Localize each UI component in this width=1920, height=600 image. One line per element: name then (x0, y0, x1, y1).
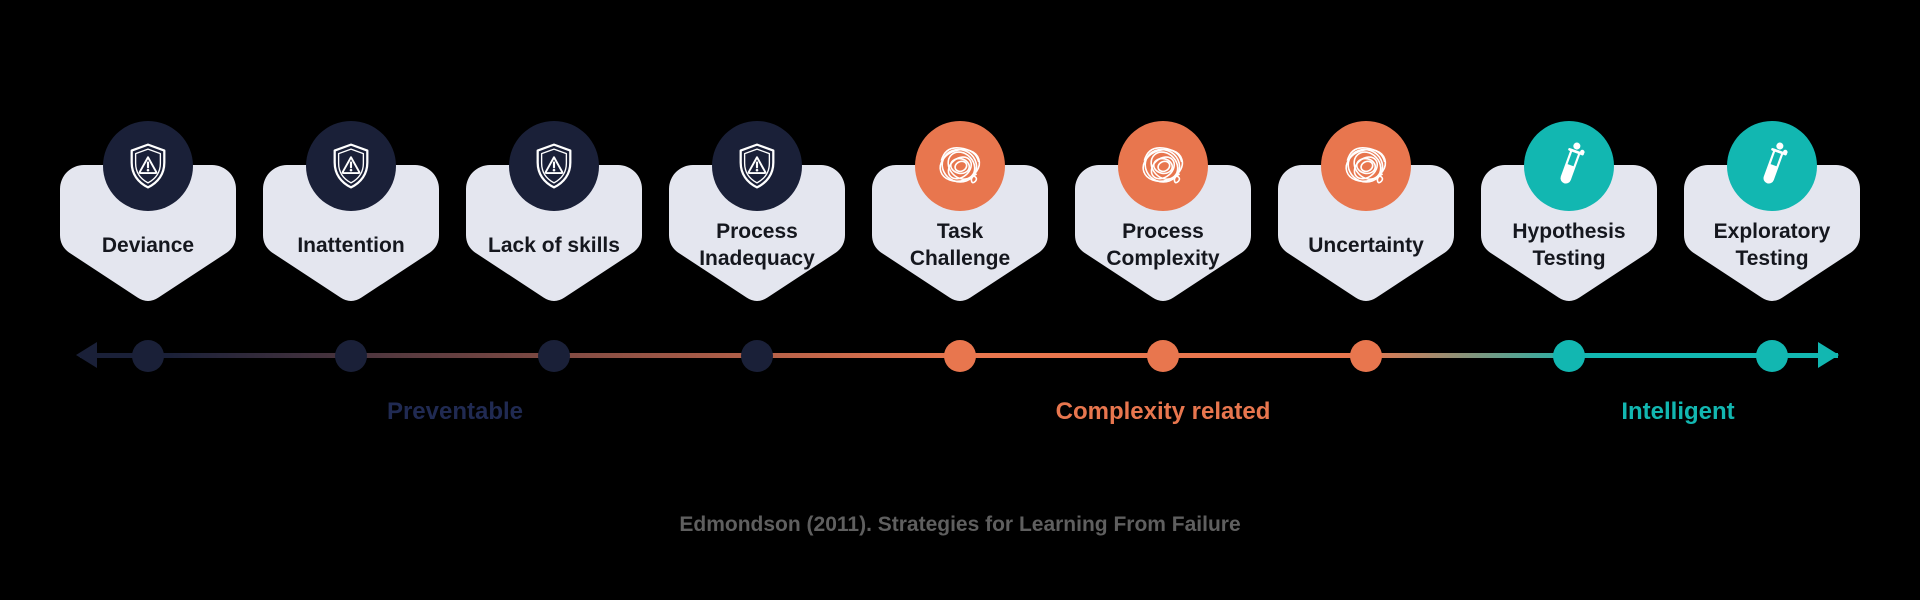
axis-dot (741, 340, 773, 372)
card-label: Process Complexity (1081, 217, 1245, 273)
failure-type-card: Task Challenge (872, 121, 1048, 305)
failure-type-card: Process Complexity (1075, 121, 1251, 305)
axis-dot (1350, 340, 1382, 372)
tangle-icon (1131, 134, 1195, 198)
card-label: Process Inadequacy (675, 217, 839, 273)
tangle-icon (1334, 134, 1398, 198)
shield-warning-icon (527, 139, 581, 193)
card-label-line2: Inadequacy (699, 247, 815, 270)
axis-dot (1147, 340, 1179, 372)
shield-warning-icon (324, 139, 378, 193)
card-label-line1: Exploratory (1713, 220, 1831, 243)
card-banner-shape (872, 165, 1048, 301)
shield-warning-icon (730, 139, 784, 193)
card-label-line1: Lack of skills (488, 233, 620, 257)
axis-dot (335, 340, 367, 372)
axis-dot (538, 340, 570, 372)
card-label-line1: Inattention (297, 233, 405, 257)
axis-left-arrow-icon (76, 342, 97, 368)
card-label-line2: Complexity (1106, 247, 1220, 270)
card-label: Lack of skills (472, 217, 636, 273)
failure-type-card: Uncertainty (1278, 121, 1454, 305)
axis-dot (1553, 340, 1585, 372)
failure-type-card: Hypothesis Testing (1481, 121, 1657, 305)
zone-label-preventable: Preventable (386, 398, 524, 425)
card-icon-circle (712, 121, 802, 211)
card-label-line1: Task (936, 220, 984, 243)
axis-dot (132, 340, 164, 372)
card-banner-shape (1684, 165, 1860, 301)
failure-type-card: Inattention (263, 121, 439, 305)
test-tube-icon (1540, 137, 1598, 195)
failure-type-card: Process Inadequacy (669, 121, 845, 305)
card-banner-shape (1075, 165, 1251, 301)
test-tube-icon (1743, 137, 1801, 195)
card-icon-circle (103, 121, 193, 211)
card-icon-circle (1118, 121, 1208, 211)
card-label-line1: Uncertainty (1308, 233, 1424, 257)
card-label: Task Challenge (878, 217, 1042, 273)
card-label-line2: Testing (1735, 247, 1809, 270)
card-icon-circle (915, 121, 1005, 211)
card-icon-circle (1321, 121, 1411, 211)
card-icon-circle (1727, 121, 1817, 211)
shield-warning-icon (121, 139, 175, 193)
axis-dot (1756, 340, 1788, 372)
card-label: Uncertainty (1284, 217, 1448, 273)
card-label-line1: Hypothesis (1512, 220, 1626, 243)
card-label: Exploratory Testing (1690, 217, 1854, 273)
card-icon-circle (509, 121, 599, 211)
zone-label-intelligent: Intelligent (1621, 398, 1735, 425)
card-banner-shape (669, 165, 845, 301)
card-label-line1: Process (716, 220, 798, 243)
card-icon-circle (1524, 121, 1614, 211)
failure-type-card: Exploratory Testing (1684, 121, 1860, 305)
axis-dot (944, 340, 976, 372)
card-banner-shape (466, 165, 642, 301)
card-label: Inattention (269, 217, 433, 273)
tangle-icon (928, 134, 992, 198)
card-label-line2: Challenge (909, 247, 1011, 270)
failure-type-card: Deviance (60, 121, 236, 305)
source-caption: Edmondson (2011). Strategies for Learnin… (679, 513, 1241, 536)
axis-right-arrow-icon (1818, 342, 1839, 368)
card-label-line1: Process (1122, 220, 1204, 243)
zone-label-complexity-related: Complexity related (1055, 398, 1271, 425)
card-banner-shape (1278, 165, 1454, 301)
card-icon-circle (306, 121, 396, 211)
card-banner-shape (60, 165, 236, 301)
card-label-line1: Deviance (101, 233, 195, 257)
card-banner-shape (263, 165, 439, 301)
failure-type-card: Lack of skills (466, 121, 642, 305)
card-banner-shape (1481, 165, 1657, 301)
card-label: Deviance (66, 217, 230, 273)
card-label: Hypothesis Testing (1487, 217, 1651, 273)
card-label-line2: Testing (1532, 247, 1606, 270)
